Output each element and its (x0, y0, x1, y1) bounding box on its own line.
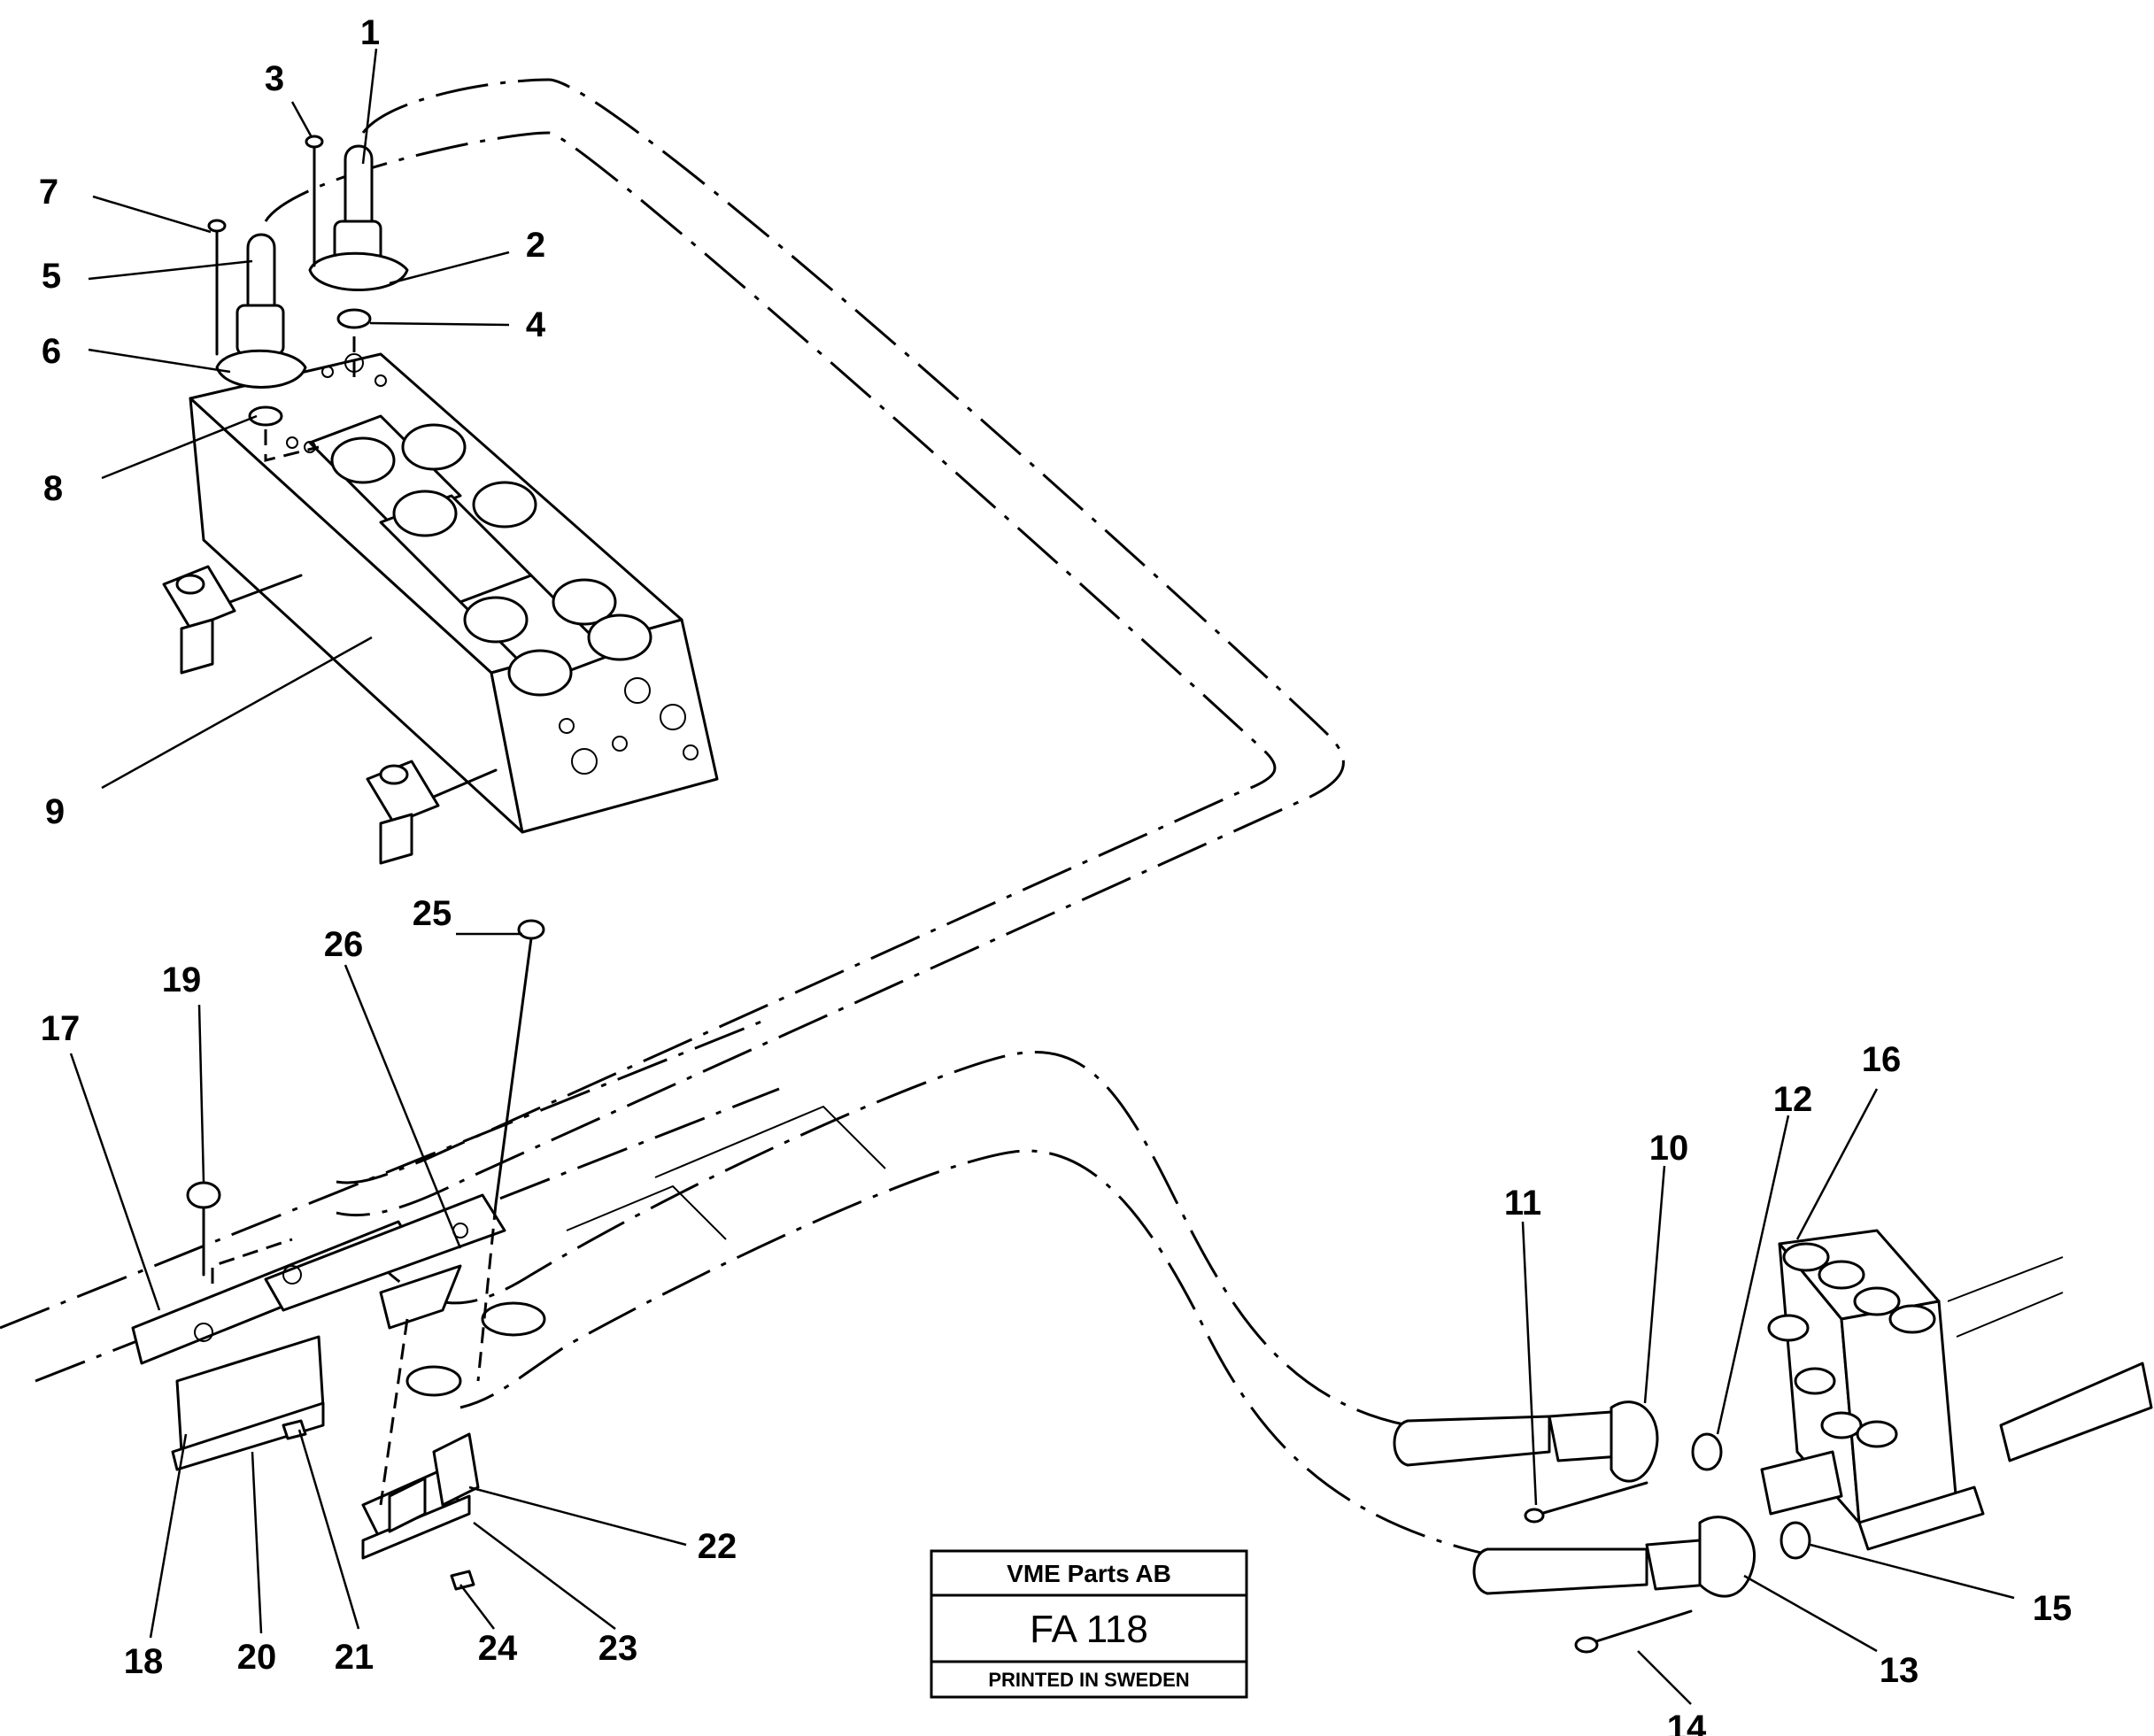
callout-21: 21 (335, 1638, 374, 1677)
main-hose-right (370, 1051, 1506, 1560)
plate-company: VME Parts AB (1007, 1560, 1171, 1587)
clamp-plate-assembly (131, 1193, 546, 1471)
callout-14: 14 (1667, 1709, 1707, 1736)
screws-upper (207, 135, 356, 462)
callout-23: 23 (598, 1629, 638, 1668)
callout-9: 9 (45, 792, 65, 831)
callout-15: 15 (2033, 1589, 2073, 1628)
hose-fitting-upper-right (308, 144, 409, 329)
callout-8: 8 (43, 469, 63, 508)
plate-code: FA 118 (1030, 1608, 1148, 1651)
block-mounting-bracket-rear (366, 760, 498, 865)
callout-5: 5 (42, 257, 61, 296)
hose-fitting-upper-left (215, 233, 307, 427)
callout-25: 25 (413, 894, 452, 933)
hose-fitting-right-lower (1472, 1516, 1811, 1598)
callout-7: 7 (39, 173, 58, 212)
callout-10: 10 (1649, 1129, 1689, 1168)
callout-16: 16 (1862, 1040, 1902, 1079)
callout-numbers: 1 2 3 4 5 6 7 8 9 10 11 12 13 14 15 16 1… (39, 13, 2072, 1736)
callout-22: 22 (698, 1527, 737, 1566)
end-face-ports (559, 677, 699, 775)
block-mounting-bracket-front (162, 565, 303, 675)
callout-3: 3 (265, 59, 284, 98)
lower-clamp-bracket (361, 1432, 480, 1560)
bolts-lower (186, 919, 545, 1591)
control-valve-block (162, 352, 719, 865)
hose-fitting-right-upper (1393, 1400, 1723, 1483)
callout-17: 17 (41, 1009, 81, 1048)
name-plate: VME Parts AB FA 118 PRINTED IN SWEDEN (930, 1549, 1248, 1699)
screws-right (1524, 1481, 1693, 1654)
callout-24: 24 (478, 1629, 518, 1668)
callout-11: 11 (1504, 1184, 1541, 1223)
upper-hose-loop (264, 78, 1345, 1217)
callout-20: 20 (237, 1638, 277, 1677)
callout-18: 18 (124, 1642, 164, 1681)
auxiliary-valve-block (1760, 1229, 2153, 1551)
valve-sections (308, 414, 652, 697)
callout-2: 2 (526, 226, 545, 265)
callout-6: 6 (42, 332, 61, 371)
callout-12: 12 (1773, 1080, 1813, 1119)
plate-footer: PRINTED IN SWEDEN (988, 1669, 1189, 1691)
leader-lines (69, 48, 2015, 1705)
callout-26: 26 (324, 925, 364, 964)
callout-1: 1 (360, 13, 380, 52)
callout-19: 19 (162, 961, 202, 999)
callout-4: 4 (526, 305, 546, 344)
callout-13: 13 (1880, 1651, 1919, 1690)
